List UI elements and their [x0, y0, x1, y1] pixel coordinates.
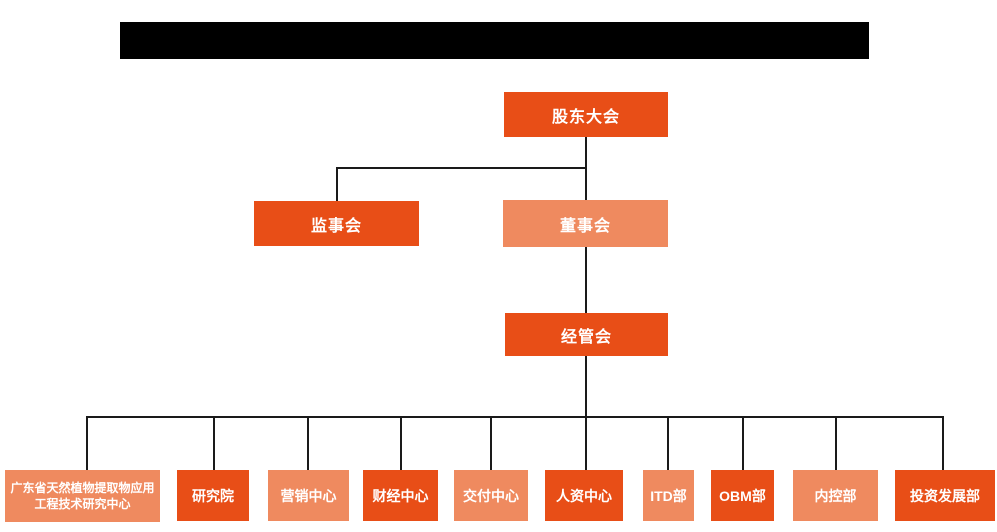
connector-departments-bus [86, 416, 944, 418]
node-dept-finance-center: 财经中心 [363, 470, 438, 521]
node-board-of-directors: 董事会 [503, 200, 668, 247]
node-label: 财经中心 [372, 487, 429, 504]
connector-dept-drop-delivery-center [490, 416, 492, 470]
node-label: 人资中心 [556, 487, 612, 504]
node-label: 交付中心 [463, 487, 519, 504]
node-shareholders-meeting: 股东大会 [504, 92, 668, 137]
node-label: OBM部 [719, 487, 766, 504]
node-dept-delivery-center: 交付中心 [454, 470, 528, 521]
node-dept-internal-control: 内控部 [793, 470, 878, 521]
node-dept-marketing-center: 营销中心 [268, 470, 349, 521]
connector-dept-drop-research-institute [213, 416, 215, 470]
node-dept-research-center: 广东省天然植物提取物应用工程技术研究中心 [5, 470, 160, 522]
node-label: 营销中心 [280, 487, 337, 504]
node-label: 投资发展部 [910, 487, 980, 504]
node-dept-itd: ITD部 [643, 470, 694, 521]
node-label: 董事会 [559, 217, 611, 235]
node-label: 广东省天然植物提取物应用工程技术研究中心 [10, 480, 155, 511]
connector-dept-drop-finance-center [400, 416, 402, 470]
node-supervisory-board: 监事会 [254, 201, 419, 246]
connector-dept-drop-obm [742, 416, 744, 470]
connector-board-to-management [585, 247, 587, 313]
node-label: 监事会 [310, 217, 362, 235]
node-dept-investment-development: 投资发展部 [895, 470, 995, 521]
node-label: 内控部 [814, 487, 857, 504]
node-dept-hr-center: 人资中心 [545, 470, 623, 521]
node-label: 股东大会 [551, 108, 620, 126]
node-label: 研究院 [192, 487, 234, 504]
connector-dept-drop-research-center [86, 416, 88, 470]
connector-management-to-depts [585, 356, 587, 470]
connector-dept-drop-investment-development [942, 416, 944, 470]
node-label: ITD部 [650, 487, 687, 504]
node-management-committee: 经管会 [505, 313, 668, 356]
connector-dept-drop-marketing-center [307, 416, 309, 470]
node-label: 经管会 [560, 328, 612, 346]
connector-branch-horizontal [336, 167, 587, 169]
redacted-title-bar [120, 22, 869, 59]
connector-dept-drop-itd [667, 416, 669, 470]
node-dept-research-institute: 研究院 [177, 470, 249, 521]
connector-root-vertical [585, 137, 587, 201]
connector-supervisory-drop [336, 167, 338, 201]
node-dept-obm: OBM部 [711, 470, 774, 521]
connector-dept-drop-internal-control [835, 416, 837, 470]
